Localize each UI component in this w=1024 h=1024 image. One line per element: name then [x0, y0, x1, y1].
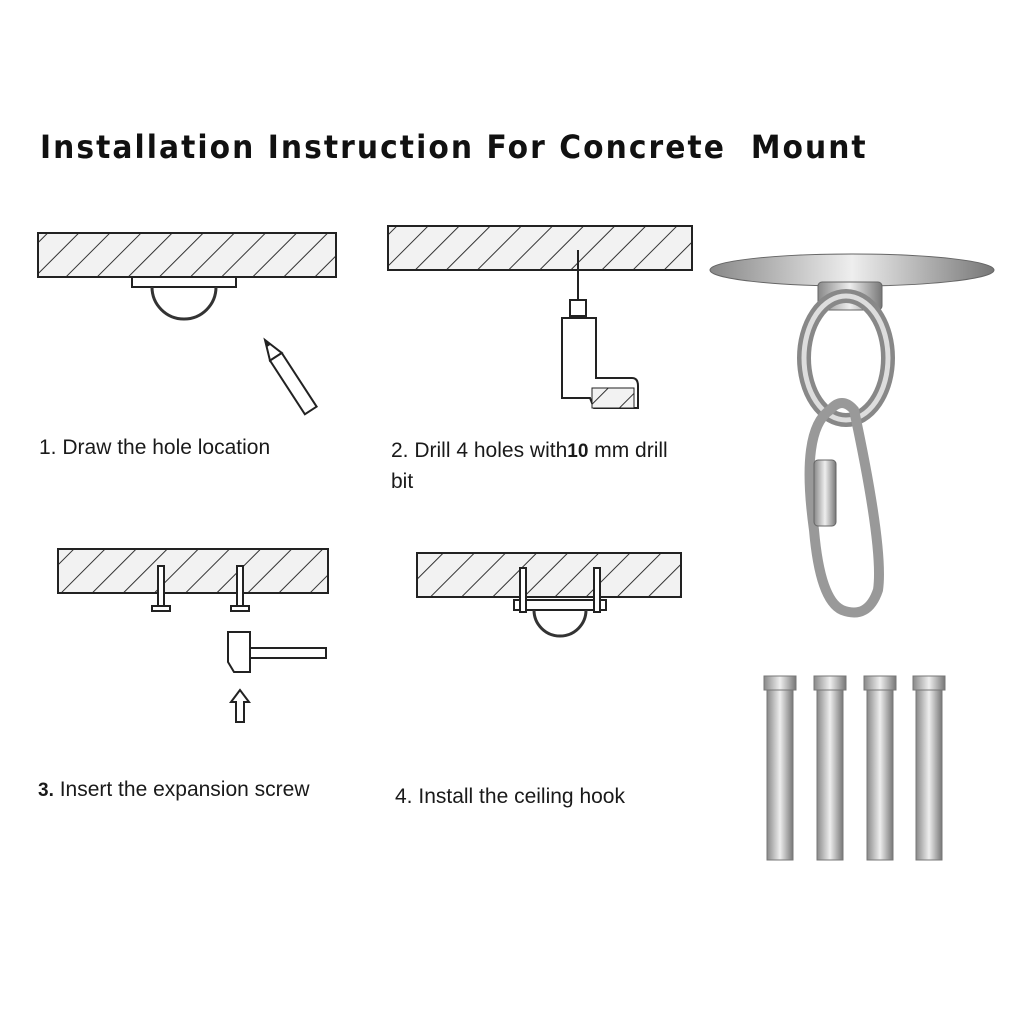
drill-size: 10 — [567, 441, 589, 462]
step3-illustration — [57, 548, 329, 723]
step-text: Install the ceiling hook — [418, 785, 625, 808]
hammer-icon — [227, 631, 327, 673]
expansion-bolts-photo — [763, 675, 946, 861]
step1-illustration — [37, 232, 337, 416]
step-number: 1. — [39, 436, 57, 459]
pencil-icon — [263, 337, 319, 416]
step-1-label: 1. Draw the hole location — [39, 436, 270, 460]
step-number: 3. — [38, 780, 54, 801]
step-text: Drill 4 holes with — [414, 439, 568, 462]
step4-illustration — [416, 552, 682, 638]
step-number: 4. — [395, 785, 413, 808]
expansion-screw-icon — [151, 565, 250, 612]
arrow-up-icon — [229, 688, 251, 723]
step2-illustration — [387, 225, 693, 409]
step-text: bit — [391, 470, 414, 493]
step-2-label: 2. Drill 4 holes with10 mm drill bit — [391, 436, 668, 497]
step-4-label: 4. Install the ceiling hook — [395, 785, 625, 809]
step-number: 2. — [391, 439, 409, 462]
step-text: Insert the expansion screw — [59, 778, 310, 801]
page-title: Installation Instruction For Concrete Mo… — [40, 128, 868, 166]
ceiling-mount-photo — [709, 253, 995, 618]
step-text: mm drill — [594, 439, 668, 462]
step-3-label: 3. Insert the expansion screw — [38, 778, 310, 802]
step-text: Draw the hole location — [62, 436, 271, 459]
drill-icon — [561, 299, 639, 409]
